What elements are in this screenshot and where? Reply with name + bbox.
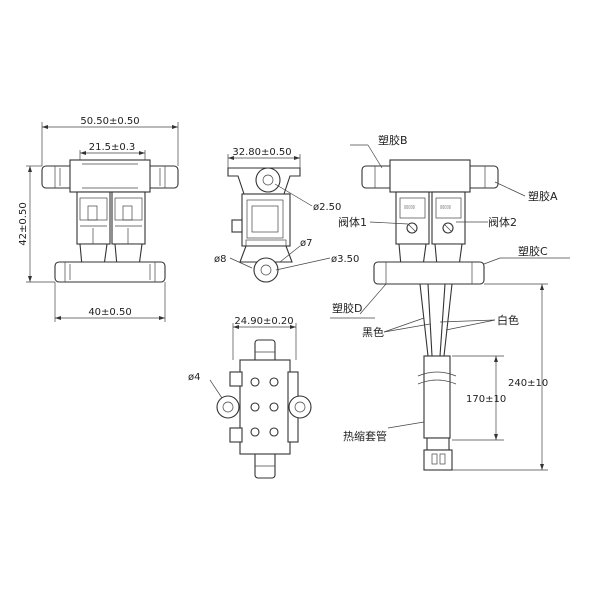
assembly-view: ▯▯▯▯▯ ▯▯▯▯▯ 塑胶B 塑胶A 阀体1 [330, 133, 570, 471]
label-plastic-b: 塑胶B [378, 133, 408, 147]
front-view: 50.50±0.50 21.5±0.3 [18, 116, 179, 322]
svg-text:▯▯▯▯▯: ▯▯▯▯▯ [440, 204, 451, 209]
svg-text:▯▯▯▯▯: ▯▯▯▯▯ [404, 204, 415, 209]
label-sleeve: 热缩套管 [343, 429, 387, 443]
side-dia-right: ø3.50 [331, 254, 359, 265]
dim-total: 240±10 [508, 378, 548, 389]
front-dim-height: 42±0.50 [18, 202, 29, 245]
label-white: 白色 [497, 313, 519, 327]
label-plastic-c: 塑胶C [518, 244, 548, 258]
side-dia-small: ø2.50 [313, 202, 341, 213]
label-plastic-a: 塑胶A [528, 189, 558, 203]
front-dim-inner-width: 21.5±0.3 [89, 142, 136, 153]
side-dia-left: ø8 [214, 254, 226, 265]
bottom-dia-hole: ø4 [188, 372, 200, 383]
label-plastic-d: 塑胶D [332, 301, 362, 315]
label-black: 黑色 [362, 325, 384, 339]
side-dia-mid: ø7 [300, 238, 312, 249]
side-dim-width: 32.80±0.50 [232, 147, 291, 158]
label-valve-2: 阀体2 [488, 215, 517, 229]
bottom-view: 24.90±0.20 ø4 [188, 316, 312, 479]
dim-lead: 170±10 [466, 394, 506, 405]
side-view: 32.80±0.50 ø2.50 ø7 ø8 ø3.50 [214, 147, 359, 283]
bottom-dim-width: 24.90±0.20 [234, 316, 293, 327]
front-dim-bottom-width: 40±0.50 [88, 307, 131, 318]
front-dim-top-width: 50.50±0.50 [80, 116, 139, 127]
label-valve-1: 阀体1 [338, 215, 367, 229]
